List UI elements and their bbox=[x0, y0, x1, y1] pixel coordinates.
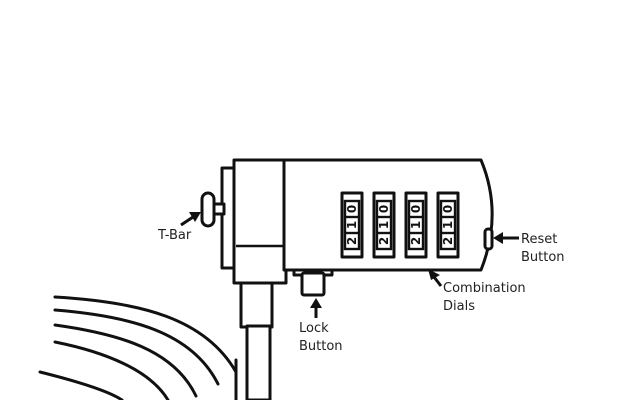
dial-digit: 1 bbox=[409, 221, 423, 229]
t-bar-label: T-Bar bbox=[157, 228, 192, 243]
dial-digit: 0 bbox=[441, 205, 455, 213]
lock-button-label: Lock Button bbox=[299, 321, 343, 354]
dial-digit: 0 bbox=[409, 205, 423, 213]
dial-digit: 2 bbox=[345, 237, 359, 245]
dial-digit: 2 bbox=[441, 237, 455, 245]
dial-digit: 2 bbox=[377, 237, 391, 245]
dial-digit: 1 bbox=[377, 221, 391, 229]
dial-digit: 0 bbox=[377, 205, 391, 213]
cable-collar bbox=[239, 276, 274, 400]
reset-button-arrow bbox=[493, 232, 519, 244]
reset-button bbox=[483, 227, 494, 251]
dial-digit: 2 bbox=[409, 237, 423, 245]
lock-button-label-line-2: Button bbox=[299, 339, 343, 354]
lock-button-arrow bbox=[310, 298, 322, 318]
combination-dial: 0 1 2 bbox=[436, 191, 460, 259]
combination-dials-arrow bbox=[428, 269, 443, 287]
reset-button-label-line-1: Reset bbox=[521, 232, 557, 247]
lock-button bbox=[300, 271, 326, 297]
t-bar bbox=[200, 191, 226, 228]
combination-dials: 0 1 2 0 1 2 0 1 2 0 1 2 bbox=[340, 191, 460, 259]
reset-button-label-line-2: Button bbox=[521, 250, 565, 265]
lock-head bbox=[220, 158, 288, 285]
reset-button-label: Reset Button bbox=[521, 232, 565, 265]
lock-button-label-line-1: Lock bbox=[299, 321, 329, 336]
combination-dial: 0 1 2 bbox=[372, 191, 396, 259]
dial-digit: 0 bbox=[345, 205, 359, 213]
combination-dials-label-line-1: Combination bbox=[443, 281, 526, 296]
combination-dial: 0 1 2 bbox=[404, 191, 428, 259]
dial-digit: 1 bbox=[441, 221, 455, 229]
combination-dials-label: Combination Dials bbox=[443, 281, 530, 314]
combination-dial: 0 1 2 bbox=[340, 191, 364, 259]
combination-dials-label-line-2: Dials bbox=[443, 299, 475, 314]
t-bar-arrow bbox=[180, 212, 201, 227]
cable bbox=[38, 295, 238, 400]
dial-digit: 1 bbox=[345, 221, 359, 229]
